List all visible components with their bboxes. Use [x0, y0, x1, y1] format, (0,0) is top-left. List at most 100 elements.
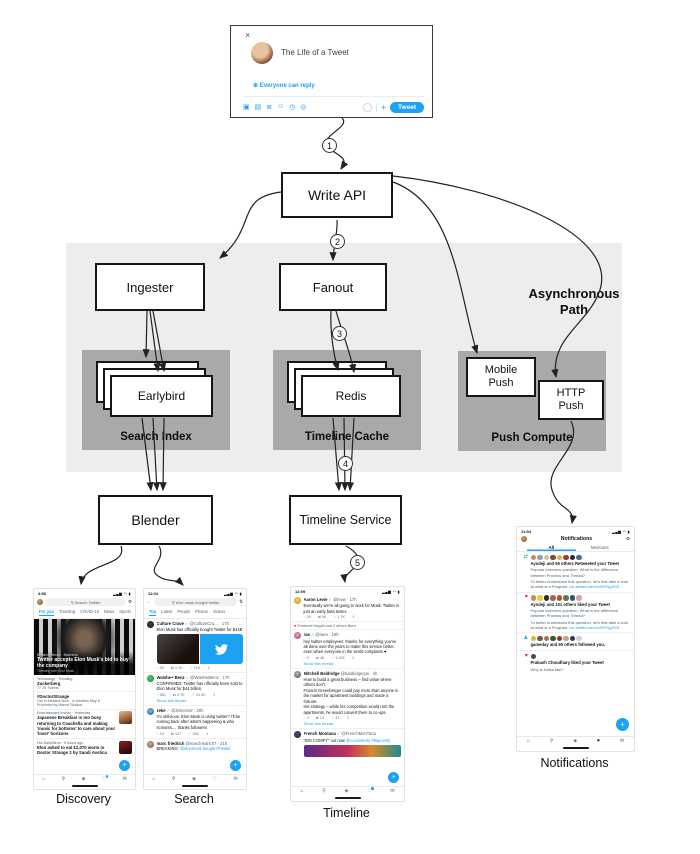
- hero-story[interactable]: Breaking News · Business Twitter accepts…: [34, 619, 135, 675]
- tweet[interactable]: Mitchell Baldridge @baldridgecpa · 2h… H…: [291, 669, 404, 730]
- tweet[interactable]: Culture Crave ✓ @CultureCra… · 17h… Elon…: [144, 619, 246, 673]
- tweet-actions[interactable]: ◌ 3 ⇄ 13 ♡ 41 ↥: [303, 716, 350, 721]
- media-icon[interactable]: ▣: [243, 104, 250, 111]
- compose-fab[interactable]: +: [388, 772, 399, 783]
- like-icon[interactable]: ♡: [191, 692, 195, 697]
- notification-link[interactable]: pic.twitter.com/xxWYNg3GE: [569, 624, 620, 630]
- tab-latest[interactable]: Latest: [161, 609, 173, 614]
- more-icon[interactable]: …: [396, 632, 401, 638]
- more-icon[interactable]: …: [396, 597, 401, 602]
- retweet-icon[interactable]: ⇄: [170, 665, 174, 670]
- reply-icon[interactable]: ◌: [156, 731, 159, 736]
- tab-covid[interactable]: COVID-19: [80, 609, 99, 614]
- add-tweet-icon[interactable]: +: [381, 102, 387, 112]
- share-icon[interactable]: ↥: [352, 615, 356, 620]
- reply-icon[interactable]: ◌: [156, 692, 159, 697]
- share-icon[interactable]: ↥: [207, 665, 211, 670]
- emoji-icon[interactable]: ☺: [277, 103, 285, 110]
- avatar[interactable]: [37, 599, 43, 605]
- bell-icon[interactable]: ♡: [367, 787, 375, 794]
- spaces-icon[interactable]: ◈: [81, 776, 86, 782]
- share-icon[interactable]: ↥: [346, 716, 350, 721]
- share-icon[interactable]: ↥: [351, 656, 355, 661]
- mail-icon[interactable]: ✉: [233, 776, 238, 782]
- tweet-media[interactable]: [156, 634, 243, 665]
- tweet-actions[interactable]: ◌ 29 ⇄ 96 ♡ 1.7K ↥: [303, 615, 356, 620]
- notification-item[interactable]: ♥ Ayodeji and 101 others liked your Twee…: [517, 593, 634, 634]
- tweet-actions[interactable]: ◌ 9 ⇄ 48 ♡ 1,045 ↥: [303, 656, 355, 661]
- notification-item[interactable]: ♥ Prakash Choudhary liked your Tweet Why…: [517, 651, 634, 674]
- composer-text[interactable]: The Life of a Tweet: [281, 48, 349, 57]
- tweet[interactable]: Walshe+ Benz ✓ @WalshetBenz · 17h… CONFI…: [144, 673, 246, 706]
- home-icon[interactable]: ⌂: [300, 788, 304, 794]
- spaces-icon[interactable]: ◈: [573, 738, 578, 744]
- filter-icon[interactable]: ⇅: [239, 599, 243, 604]
- search-icon[interactable]: ⚲: [171, 776, 176, 782]
- more-icon[interactable]: …: [238, 707, 243, 713]
- tweet-actions[interactable]: ◌ 95 ⇄ 1.1K ♡ 11K ↥: [156, 665, 211, 670]
- gear-icon[interactable]: ⚙: [625, 536, 630, 541]
- location-icon[interactable]: ◎: [300, 104, 307, 111]
- retweet-icon[interactable]: ⇄: [315, 656, 319, 661]
- search-query-input[interactable]: ⚲ elon musk bought twitter: [154, 598, 238, 606]
- home-icon[interactable]: ⌂: [526, 738, 530, 744]
- spaces-icon[interactable]: ◈: [192, 776, 196, 782]
- close-icon[interactable]: ×: [245, 30, 251, 40]
- gear-icon[interactable]: ⚙: [127, 599, 132, 604]
- more-icon[interactable]: …: [396, 671, 401, 677]
- tab-videos[interactable]: Videos: [212, 609, 226, 614]
- mail-icon[interactable]: ✉: [122, 776, 127, 782]
- search-icon[interactable]: ⚲: [61, 776, 66, 782]
- like-icon[interactable]: ♡: [333, 615, 337, 620]
- like-icon[interactable]: ♡: [189, 665, 193, 670]
- reply-icon[interactable]: ◌: [303, 615, 306, 620]
- compose-fab[interactable]: +: [119, 760, 130, 771]
- tab-trending[interactable]: Trending: [59, 609, 76, 614]
- spaces-icon[interactable]: ◈: [344, 788, 349, 794]
- tweet-button[interactable]: Tweet: [390, 101, 424, 113]
- retweet-icon[interactable]: ⇄: [170, 731, 174, 736]
- back-icon[interactable]: ←: [147, 599, 152, 605]
- mail-icon[interactable]: ✉: [619, 738, 625, 744]
- mail-icon[interactable]: ✉: [390, 788, 395, 794]
- tab-for-you[interactable]: For you: [39, 609, 55, 616]
- tab-people[interactable]: People: [177, 609, 191, 614]
- tab-mentions[interactable]: Mentions: [590, 544, 609, 550]
- notification-link[interactable]: pic.twitter.com/xxWYNg3GE: [569, 584, 620, 590]
- schedule-icon[interactable]: ◷: [289, 104, 296, 111]
- avatar[interactable]: [521, 536, 527, 542]
- tab-all[interactable]: All: [527, 543, 576, 551]
- tab-photos[interactable]: Photos: [195, 609, 208, 614]
- news-row[interactable]: Hot DailyMirror · 5 hours ago Elon asked…: [34, 739, 135, 757]
- notification-item[interactable]: ♟ gameday and 90 others followed you.: [517, 633, 634, 652]
- tweet[interactable]: Aaron Levie ✓ @levie · 17h… Eventually w…: [291, 595, 404, 623]
- news-row[interactable]: Entertainment Insider · Yesterday Japane…: [34, 710, 135, 740]
- tweet[interactable]: French Montana ✓ @FrenchMonTana "BIG COM…: [291, 729, 404, 758]
- reply-icon[interactable]: ◌: [156, 665, 159, 670]
- home-icon[interactable]: ⌂: [152, 776, 156, 782]
- tweet[interactable]: rae ✓ @raee · 19h… hey twitter employees…: [291, 630, 404, 670]
- retweet-icon[interactable]: ⇄: [317, 615, 321, 620]
- show-thread-link[interactable]: Show this thread: [156, 697, 187, 703]
- show-thread-link[interactable]: Show this thread: [303, 721, 334, 727]
- like-icon[interactable]: ♡: [188, 731, 192, 736]
- home-icon[interactable]: ⌂: [42, 776, 46, 782]
- tweet-link[interactable]: @cocainecity #bigcomfy: [346, 737, 391, 743]
- album-art-media[interactable]: [303, 744, 401, 757]
- tab-sports[interactable]: Sports: [119, 609, 132, 614]
- gif-icon[interactable]: ▤: [254, 104, 262, 111]
- tweet-actions[interactable]: ◌ 561 ⇄ 5.7K ♡ 24.9K ↥: [156, 692, 216, 697]
- tweet-link[interactable]: @elonmusk bought #Twitter: [179, 746, 231, 752]
- search-icon[interactable]: ⚲: [549, 738, 554, 744]
- tab-top[interactable]: Top: [149, 609, 157, 616]
- like-icon[interactable]: ♡: [331, 716, 335, 721]
- retweet-icon[interactable]: ⇄: [315, 716, 319, 721]
- tweet-actions[interactable]: ◌ 18 ⇄ 137 ♡ 396 ↥: [156, 731, 209, 736]
- poll-icon[interactable]: ≣: [266, 104, 273, 111]
- bell-icon[interactable]: ♡: [101, 775, 110, 782]
- tweet[interactable]: marc friedrich @marcfriedrich7 · 21h BRE…: [144, 739, 246, 754]
- more-icon[interactable]: …: [238, 621, 243, 626]
- reply-icon[interactable]: ◌: [303, 716, 306, 721]
- show-thread-link[interactable]: Show this thread: [303, 661, 334, 667]
- tab-news[interactable]: News: [103, 609, 115, 614]
